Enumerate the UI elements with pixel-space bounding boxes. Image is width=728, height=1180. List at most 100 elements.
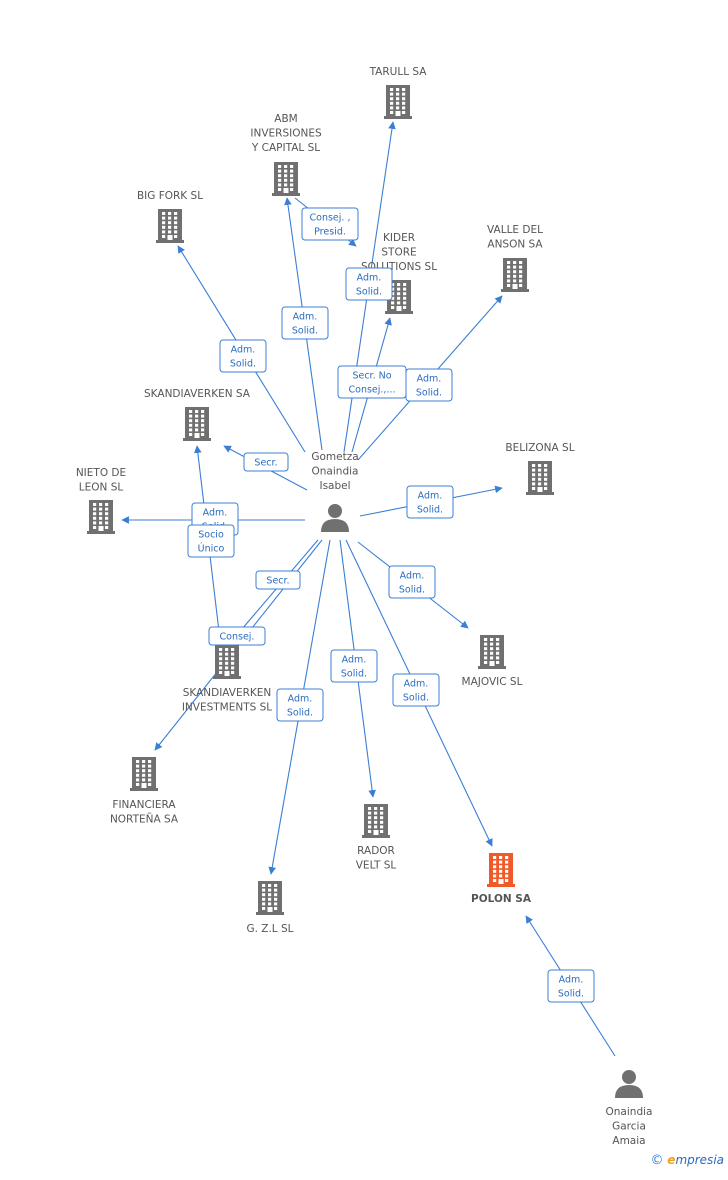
relation-tag[interactable]: Adm. Solid. — [330, 649, 378, 683]
relation-tag[interactable]: Adm. Solid. — [281, 306, 329, 340]
relation-tag[interactable]: Adm.Solid. — [219, 339, 267, 373]
node-label-line: INVESTMENTS SL — [182, 702, 272, 714]
node-label-line: BELIZONA SL — [505, 442, 574, 454]
relation-tag-text: Único — [198, 543, 225, 555]
relation-tag-text: Solid. — [341, 669, 367, 680]
relation-tag-text: Adm. — [342, 655, 367, 666]
relation-tag-text: Solid. — [292, 326, 318, 337]
node-label-line: Onaindia — [312, 466, 359, 478]
person-icon — [615, 1070, 643, 1098]
company-node-belizona[interactable]: BELIZONA SL — [505, 442, 575, 495]
company-node-tarull[interactable]: TARULL SA — [369, 66, 428, 119]
relation-tag[interactable]: Secr. NoConsej.,... — [337, 365, 407, 399]
relation-tag-box — [406, 485, 454, 519]
relation-tag-box — [301, 207, 359, 241]
node-label-line: Y CAPITAL SL — [251, 142, 320, 154]
brand-logo-initial: e — [667, 1153, 676, 1167]
node-label-line: KIDER — [383, 232, 415, 244]
company-node-skinv[interactable]: SKANDIAVERKEN INVESTMENTS SL — [182, 645, 272, 714]
building-icon — [213, 645, 241, 679]
relation-tag-text: Secr. — [254, 458, 277, 469]
copyright-footer[interactable]: © empresia — [650, 1153, 724, 1168]
relation-tag[interactable]: Adm.Solid. — [388, 565, 436, 599]
building-icon — [384, 85, 412, 119]
node-label-line: POLON SA — [471, 893, 532, 905]
relation-tag[interactable]: Adm.Solid. — [547, 969, 595, 1003]
relation-tag-box — [255, 570, 301, 590]
building-icon — [130, 757, 158, 791]
company-node-majovic[interactable]: MAJOVIC SL — [462, 635, 523, 688]
relation-tag-text: Secr. — [266, 576, 289, 587]
relation-tag-text: Adm. — [418, 491, 443, 502]
relation-tag[interactable]: Adm. Solid. — [392, 673, 440, 707]
relation-tag-box — [219, 339, 267, 373]
relation-tag-text: Adm. — [231, 345, 256, 356]
node-label-line: G. Z.L SL — [246, 923, 293, 935]
relation-tag-box — [187, 524, 235, 558]
building-icon — [256, 881, 284, 915]
node-label-line: SKANDIAVERKEN — [183, 687, 272, 699]
relation-tag[interactable]: Consej. — [208, 626, 266, 646]
relation-tag-text: Socio — [198, 530, 224, 541]
relation-tag-text: Adm. — [417, 374, 442, 385]
relation-tag[interactable]: Adm. Solid. — [406, 485, 454, 519]
node-label-line: Garcia — [612, 1121, 646, 1133]
relation-tag[interactable]: Adm.Solid. — [405, 368, 453, 402]
company-node-rador[interactable]: RADOR VELT SL — [356, 804, 397, 872]
node-label-line: TARULL SA — [369, 66, 428, 78]
node-label-line: INVERSIONES — [250, 128, 322, 140]
relation-tag-text: Secr. No — [352, 371, 391, 382]
relation-tag[interactable]: Consej. , Presid. — [301, 207, 359, 241]
relation-tag[interactable]: Adm.Solid. — [276, 688, 324, 722]
relation-tag-box — [330, 649, 378, 683]
relation-tag-text: Adm. — [293, 312, 318, 323]
relation-tag-text: Solid. — [403, 693, 429, 704]
relation-tag-text: Adm. — [404, 679, 429, 690]
brand-name: mpresia — [675, 1153, 724, 1167]
node-label-line: NIETO DE — [76, 467, 126, 479]
relation-tag-text: Consej. , — [310, 213, 351, 224]
node-label-line: Gometza — [311, 451, 358, 463]
building-icon — [487, 853, 515, 887]
node-label-line: RADOR — [357, 845, 395, 857]
relation-tag-text: Consej. — [220, 632, 255, 643]
building-icon — [362, 804, 390, 838]
node-label-line: Isabel — [319, 480, 350, 492]
relation-tag-text: Solid. — [417, 505, 443, 516]
node-label-line: VALLE DEL — [487, 224, 543, 236]
node-label-line: MAJOVIC SL — [462, 676, 523, 688]
relation-tag-text: Presid. — [314, 227, 346, 238]
node-label-line: BIG FORK SL — [137, 190, 203, 202]
building-icon — [501, 258, 529, 292]
building-icon — [272, 162, 300, 196]
company-node-bigfork[interactable]: BIG FORK SL — [137, 190, 203, 243]
company-node-gzl[interactable]: G. Z.L SL — [246, 881, 294, 935]
node-label-line: VELT SL — [356, 860, 397, 872]
relation-tag-text: Adm. — [559, 975, 584, 986]
relation-tag[interactable]: Secr. — [243, 452, 289, 472]
company-node-polon[interactable]: POLON SA — [471, 853, 532, 905]
building-icon — [156, 209, 184, 243]
relation-tag-box — [243, 452, 289, 472]
relation-tag-box — [345, 267, 393, 301]
node-label-line: NORTEÑA SA — [110, 813, 179, 826]
relation-tag[interactable]: Adm.Solid. — [345, 267, 393, 301]
relation-tag-text: Solid. — [356, 287, 382, 298]
company-node-skandiaverken[interactable]: SKANDIAVERKEN SA — [144, 388, 251, 441]
relation-tag-box — [276, 688, 324, 722]
building-icon — [478, 635, 506, 669]
node-label-line: SKANDIAVERKEN SA — [144, 388, 251, 400]
relation-tag-text: Adm. — [203, 508, 228, 519]
node-label-line: STORE — [381, 247, 416, 259]
relation-tag[interactable]: Secr. — [255, 570, 301, 590]
